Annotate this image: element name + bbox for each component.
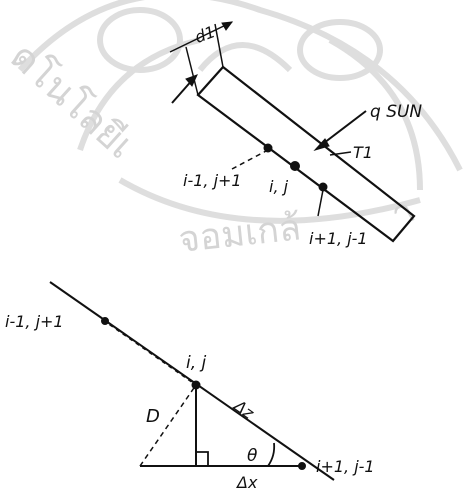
lower-node-right-label: i+1, j-1 [316,457,375,476]
incident-arrowhead [185,74,198,87]
upper-node-center-label: i, j [269,177,289,196]
dz-label: Δz [229,395,258,423]
upper-diagram [169,21,416,243]
dx-label: Δx [235,473,258,492]
flux-arrow-shaft [319,110,367,147]
surface-dashed-segment [102,319,197,386]
distance-label: D [146,406,160,427]
lower-node-center-dot [191,380,201,390]
watermark-bottom-text: จอมเกล้ [177,207,303,261]
upper-node-left-label: i-1, j+1 [183,171,242,190]
theta-label: θ [247,446,258,466]
temperature-leader [329,151,352,156]
node-right-dot [318,182,328,192]
right-angle-marker [196,451,209,466]
upper-node-right-label: i+1, j-1 [309,229,368,248]
thickness-dimension-line [169,21,233,53]
temperature-label: T1 [353,143,373,162]
thickness-extension-right [214,23,224,68]
lower-node-left-label: i-1, j+1 [5,312,64,331]
lower-node-right-dot [298,462,306,470]
node-left-dot [263,143,273,153]
left-node-leader [231,150,267,170]
thickness-arrowhead [221,21,234,31]
distance-line [139,384,197,467]
surface-line [49,281,335,481]
lower-node-left-dot [101,317,109,325]
right-node-leader [317,189,324,217]
flux-label: q SUN [370,102,422,122]
theta-arc [267,442,276,467]
watermark-top-text: ดโนโลยีเ [2,34,143,167]
thickness-extension-left [185,46,199,96]
node-center-dot [290,161,300,171]
flux-arrowhead [313,138,330,151]
watermark-seal: ดโนโลยีเ จอมเกล้ า [2,0,463,261]
slab-rectangle [196,65,416,243]
lower-diagram [49,281,335,481]
lower-node-center-label: i, j [186,353,207,373]
